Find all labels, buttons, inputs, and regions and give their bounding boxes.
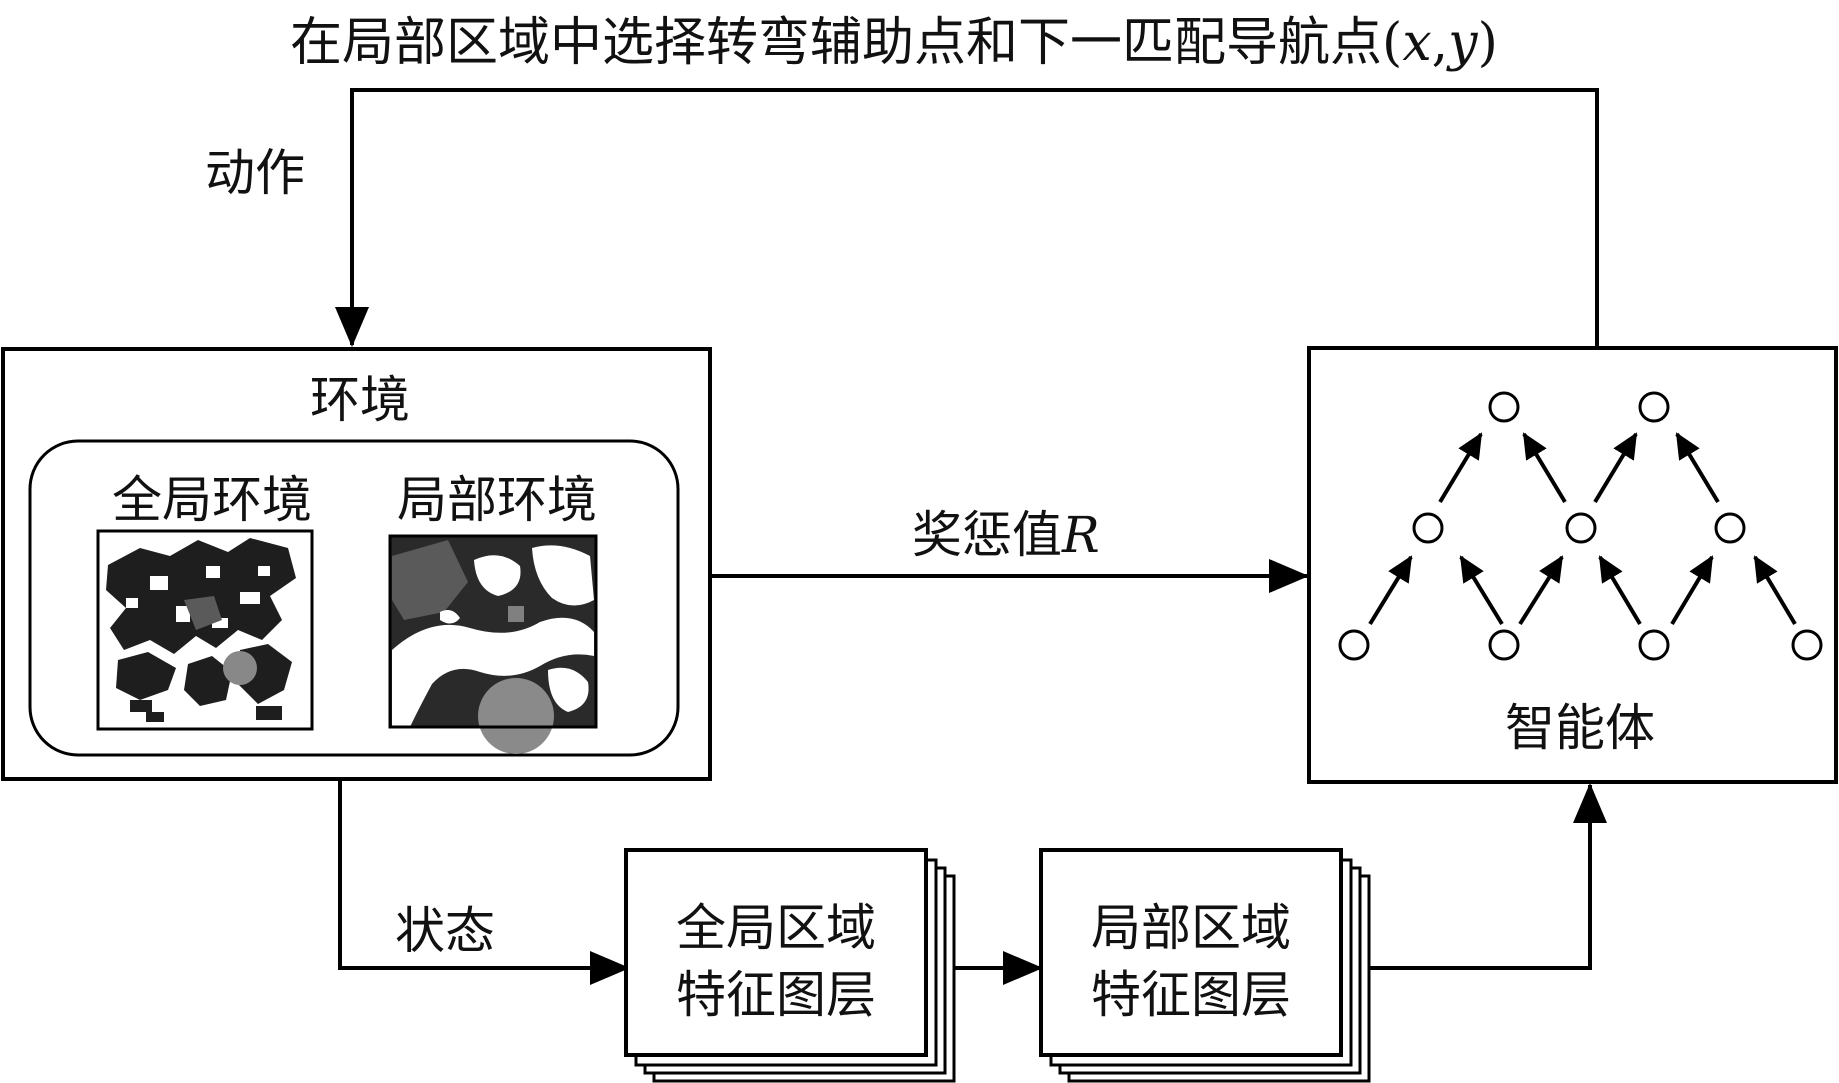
action-label: 动作: [205, 144, 305, 202]
action-loop-line: [335, 88, 1599, 347]
global-feature-layer-stack: 全局区域 特征图层: [624, 848, 956, 1083]
node-l2-3: [1714, 512, 1746, 544]
agent-network: [1368, 432, 1797, 626]
global-feature-line2: 特征图层: [676, 966, 876, 1024]
local-environment-label: 局部环境: [397, 471, 597, 529]
local-environment-map: [388, 534, 598, 754]
local-feature-line2: 特征图层: [1091, 966, 1291, 1024]
reward-label-var: R: [1061, 506, 1100, 564]
state-label: 状态: [395, 902, 495, 960]
local-feature-layer-stack: 局部区域 特征图层: [1039, 848, 1371, 1083]
reward-label: 奖惩值R: [912, 506, 1100, 564]
global-environment-label: 全局环境: [112, 471, 312, 529]
node-l1-2: [1488, 629, 1520, 661]
agent-title: 智能体: [1505, 699, 1655, 757]
environment-title: 环境: [310, 371, 410, 429]
node-l2-1: [1412, 512, 1444, 544]
top-label-var-x: x: [1402, 13, 1431, 73]
node-l1-3: [1638, 629, 1670, 661]
agent-network-nodes: [1338, 391, 1823, 661]
node-l1-4: [1791, 629, 1823, 661]
top-label-comma: ,: [1432, 13, 1449, 73]
global-environment-map: [96, 529, 314, 731]
features-to-agent-line: [1369, 783, 1607, 970]
state-line: [338, 779, 630, 985]
node-l3-2: [1638, 391, 1670, 423]
top-label-open-paren: (: [1382, 13, 1402, 73]
top-label-prefix: 在局部区域中选择转弯辅助点和下一匹配导航点: [290, 13, 1382, 73]
top-label-close-paren: ): [1478, 13, 1498, 73]
global-feature-line1: 全局区域: [676, 899, 876, 957]
node-l1-1: [1338, 629, 1370, 661]
local-feature-line1: 局部区域: [1091, 899, 1291, 957]
top-label-var-y: y: [1446, 13, 1478, 73]
node-l2-2: [1565, 512, 1597, 544]
top-label: 在局部区域中选择转弯辅助点和下一匹配导航点(x,y): [290, 13, 1498, 73]
reward-label-prefix: 奖惩值: [912, 506, 1062, 564]
node-l3-1: [1488, 391, 1520, 423]
